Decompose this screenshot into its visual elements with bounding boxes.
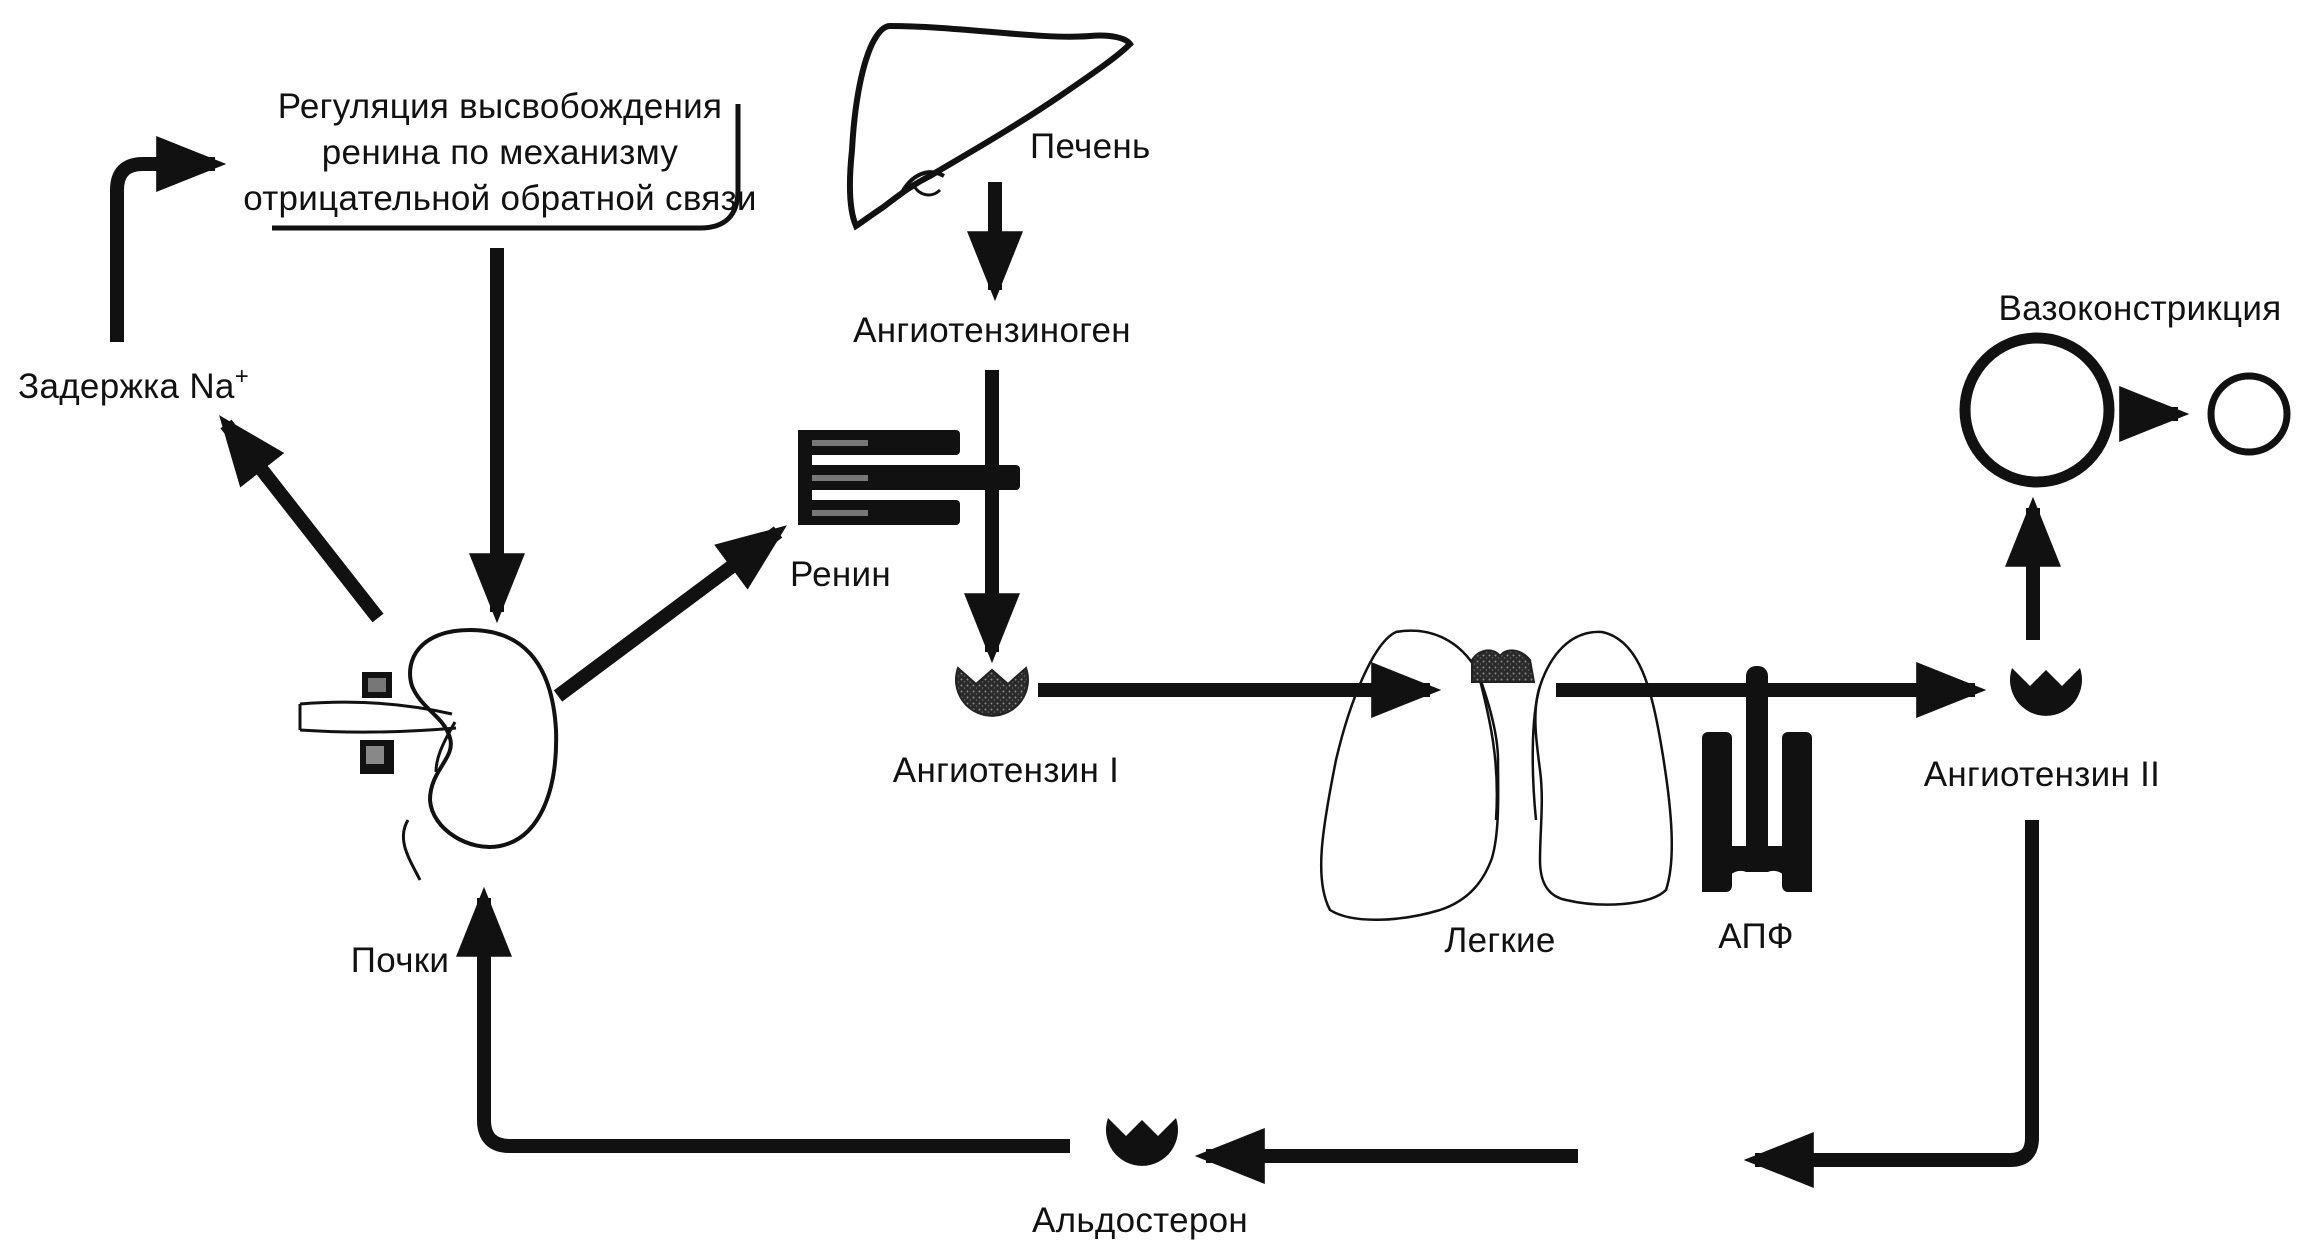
- vessel-small-icon: [2207, 372, 2291, 456]
- lungs-icon: [1319, 629, 1674, 921]
- vasoconstriction-label: Вазоконстрикция: [1999, 289, 2282, 328]
- aldosterone-label: Альдостерон: [1032, 1201, 1248, 1240]
- feedback-regulation: Регуляция высвобождения ренина по механи…: [243, 87, 757, 231]
- feedback-label-line1: Регуляция высвобождения: [278, 87, 723, 126]
- arrow-aldosterone-to-kidney: [456, 886, 512, 1153]
- angiotensinogen-label: Ангиотензиноген: [853, 311, 1131, 350]
- renin-label: Ренин: [790, 555, 891, 594]
- angiotensin-2-label: Ангиотензин II: [1924, 755, 2160, 794]
- liver-label: Печень: [1030, 127, 1151, 166]
- angiotensin-1-label: Ангиотензин I: [893, 751, 1119, 790]
- feedback-bracket: [272, 104, 741, 231]
- aldosterone-molecule-icon: [1106, 1118, 1179, 1166]
- arrow-angiotensin-2-to-aldosterone-path: [1743, 820, 2039, 1188]
- liver-icon: [846, 22, 1134, 231]
- ace-enzyme-icon: [1702, 666, 1812, 892]
- vessel-large-icon: [1959, 332, 2115, 488]
- ace-label: АПФ: [1718, 917, 1794, 956]
- feedback-label-line3: отрицательной обратной связи: [243, 179, 757, 218]
- angiotensin-1-molecule-icon: [955, 666, 1029, 717]
- arrow-kidney-to-sodium: [219, 415, 384, 623]
- angiotensin-2-molecule-icon: [2010, 668, 2082, 716]
- renin-enzyme-icon: [798, 430, 1020, 525]
- angiotensin-1-at-lung-icon: [1471, 649, 1536, 683]
- kidneys-label: Почки: [351, 941, 449, 980]
- arrow-kidney-to-renin: [553, 525, 787, 702]
- arrow-sodium-to-feedback: [110, 136, 227, 342]
- sodium-retention-label: Задержка Na+: [18, 363, 249, 406]
- lungs-label: Легкие: [1444, 921, 1555, 960]
- feedback-label-line2: ренина по механизму: [322, 133, 679, 172]
- kidney-icon: [298, 627, 559, 881]
